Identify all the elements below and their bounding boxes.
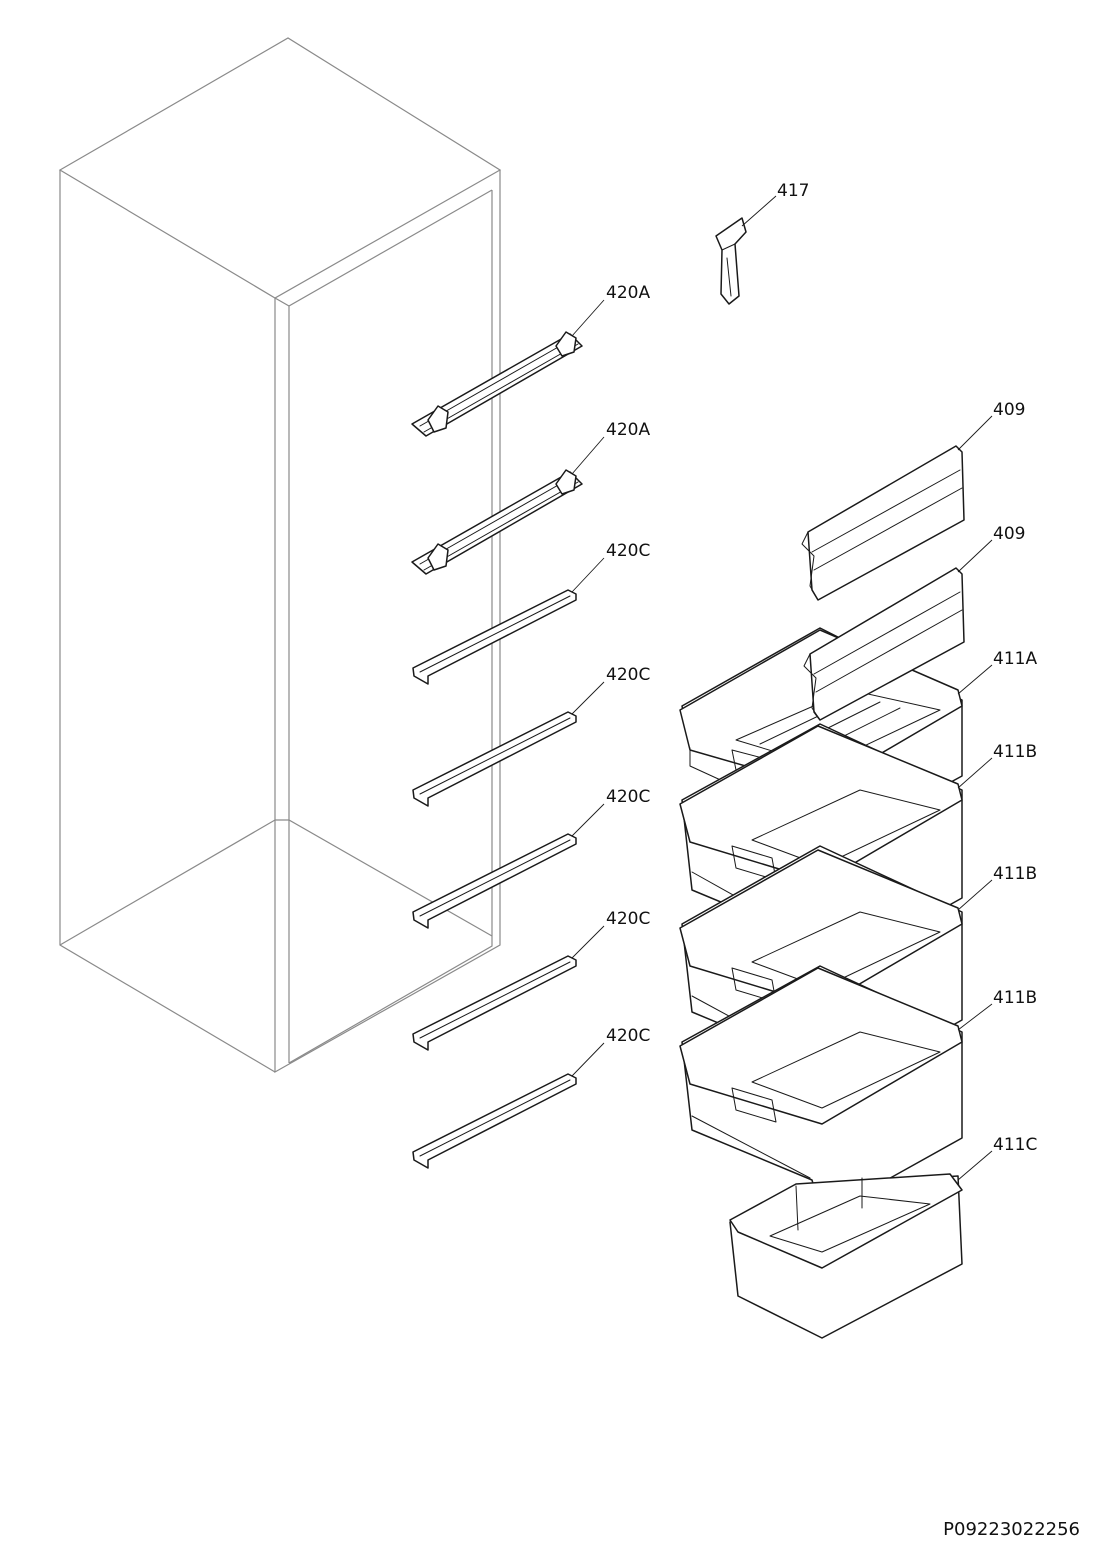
rail-420c-1[interactable] (412, 589, 577, 685)
callout-411b-2: 411B (993, 864, 1037, 884)
leader-lines (571, 195, 993, 1181)
part-420a-upper[interactable] (411, 331, 583, 437)
leader-420c-5 (571, 1042, 605, 1077)
leader-420c-4 (571, 925, 605, 959)
callout-411b-3: 411B (993, 988, 1037, 1008)
leader-411a (957, 664, 993, 695)
part-420c-rails[interactable] (412, 589, 577, 1169)
part-409-cover-upper[interactable] (801, 445, 965, 601)
leader-411b-2 (957, 879, 993, 911)
leader-417 (741, 195, 777, 227)
callout-420c-1: 420C (606, 541, 650, 561)
leader-420a-1 (571, 299, 605, 337)
callout-411c: 411C (993, 1135, 1037, 1155)
callout-labels: 417 420A 420A 409 420C 409 411A 420C 411… (606, 181, 1037, 1155)
callout-409-2: 409 (993, 524, 1025, 544)
leader-411b-3 (957, 1003, 993, 1031)
callout-411b-1: 411B (993, 742, 1037, 762)
rail-420c-5[interactable] (412, 1073, 577, 1169)
callout-417: 417 (777, 181, 809, 201)
leader-409-1 (957, 415, 993, 451)
part-409-cover-lower[interactable] (803, 567, 965, 721)
part-411c-drawer[interactable] (729, 1173, 963, 1339)
leader-411c (957, 1150, 993, 1181)
leader-409-2 (957, 539, 993, 573)
rail-420c-4[interactable] (412, 955, 577, 1051)
callout-420c-4: 420C (606, 909, 650, 929)
leader-420c-2 (571, 681, 605, 715)
callout-411a: 411A (993, 649, 1037, 669)
callout-420c-3: 420C (606, 787, 650, 807)
leader-411b-1 (957, 757, 993, 789)
leader-420c-1 (571, 557, 605, 593)
leader-420c-3 (571, 803, 605, 837)
part-420a-lower[interactable] (411, 469, 583, 575)
callout-420a-2: 420A (606, 420, 650, 440)
leader-420a-2 (571, 436, 605, 475)
rail-420c-3[interactable] (412, 833, 577, 929)
part-411b-drawer-3[interactable] (679, 965, 963, 1217)
cabinet-outline (58, 37, 502, 1074)
callout-409-1: 409 (993, 400, 1025, 420)
part-417-clip[interactable] (715, 217, 747, 305)
callout-420a-1: 420A (606, 283, 650, 303)
callout-420c-5: 420C (606, 1026, 650, 1046)
callout-420c-2: 420C (606, 665, 650, 685)
rail-420c-2[interactable] (412, 711, 577, 807)
document-number: P09223022256 (943, 1519, 1080, 1540)
